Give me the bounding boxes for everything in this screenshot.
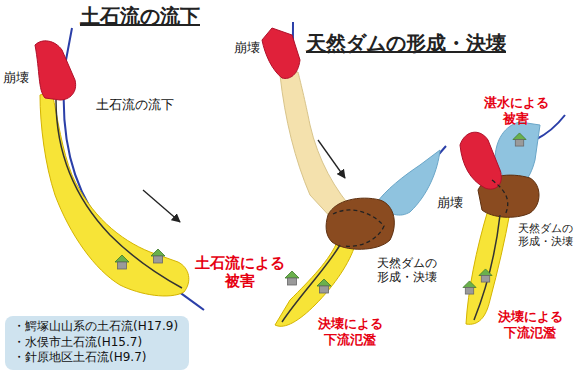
example-item: ・水俣市土石流(H15.7): [13, 335, 181, 351]
house: [463, 281, 476, 294]
part-label: 崩壊: [3, 70, 29, 86]
downstream-flow: [466, 210, 510, 324]
stream-line: [474, 215, 500, 320]
part-label: 崩壊: [437, 195, 463, 211]
breach-path: [333, 210, 384, 246]
flow-arrow: [318, 140, 345, 178]
damage-label: 湛水による 被害: [480, 95, 552, 126]
heading: 土石流の流下: [80, 4, 200, 28]
collapse: [262, 28, 300, 78]
house: [115, 255, 129, 269]
stream-line: [56, 100, 182, 288]
example-item: ・鰐塚山山系の土石流(H17.9): [13, 319, 181, 335]
damage-label: 決壊による 下流氾濫: [494, 309, 566, 340]
damage-label: 土石流による 被害: [190, 254, 290, 290]
house: [479, 269, 492, 282]
earlier-flow: [280, 72, 355, 222]
natural-dam: [326, 198, 394, 249]
breach-path: [492, 180, 508, 215]
damage-label: 決壊による 下流氾濫: [314, 316, 386, 347]
part-label: 崩壊: [234, 40, 260, 56]
collapse: [460, 132, 501, 189]
part-label: 土石流の流下: [96, 97, 174, 113]
house: [317, 279, 331, 293]
flow-arrow: [143, 190, 180, 222]
example-box: ・鰐塚山山系の土石流(H17.9)・水俣市土石流(H15.7)・針原地区土石流(…: [5, 316, 189, 370]
example-item: ・針原地区土石流(H9.7): [13, 350, 181, 366]
part-label: 天然ダムの 形成・決壊: [516, 222, 574, 248]
downstream-flow: [275, 240, 355, 326]
house: [513, 133, 526, 146]
part-label: 天然ダムの 形成・決壊: [372, 256, 442, 285]
heading: 天然ダムの形成・決壊: [306, 31, 506, 55]
debris-flow: [40, 92, 189, 296]
house: [151, 249, 165, 263]
house: [285, 271, 299, 285]
stream-line: [282, 245, 340, 322]
collapse: [35, 41, 76, 100]
